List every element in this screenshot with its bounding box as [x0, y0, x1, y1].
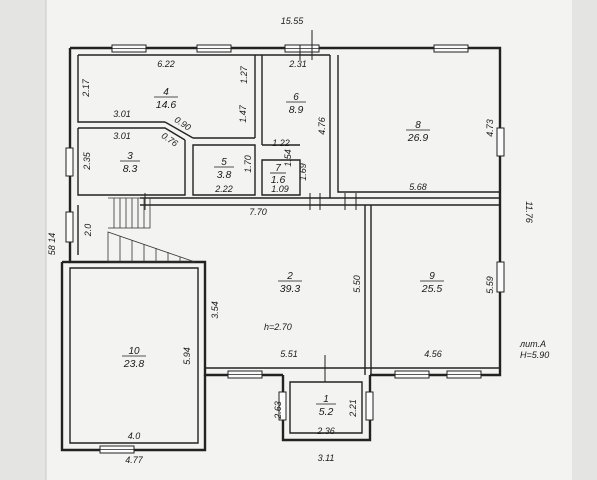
room-2-number: 2	[286, 271, 293, 282]
room-6-area: 8.9	[289, 104, 304, 116]
dim-r9-right: 5.59	[485, 276, 495, 294]
dim-r2-bottom: 5.51	[280, 349, 298, 359]
dim-r7-top: 1.22	[272, 138, 290, 148]
dim-r1-right: 2.21	[348, 399, 358, 418]
room-10-area: 23.8	[123, 358, 145, 370]
dim-r8-right: 4.73	[485, 119, 495, 137]
dim-r4-top: 6.22	[157, 59, 175, 69]
room-10-number: 10	[128, 346, 140, 357]
window-left-2	[65, 211, 74, 243]
room-4-number: 4	[163, 87, 169, 98]
room-9-area: 25.5	[421, 283, 443, 295]
room-3-number: 3	[127, 151, 133, 162]
dim-r7-bottom: 1.09	[271, 184, 289, 194]
window-right-2	[496, 261, 505, 293]
window-left-1	[65, 147, 74, 177]
room-7-number: 7	[275, 163, 281, 174]
dim-r7-right: 1.69	[298, 163, 308, 181]
dimension-labels: 6.22 2.31 2.17 1.27 3.01 0.90 1.47 3.01 …	[81, 59, 495, 465]
side-label: 58 14	[47, 233, 57, 256]
dim-r10-right: 5.94	[182, 347, 192, 365]
right-paper-edge	[572, 0, 597, 480]
windows	[65, 44, 505, 454]
dim-r9-bottom: 4.56	[424, 349, 442, 359]
dim-r3-diag: 0.76	[160, 130, 180, 148]
height-label: H=5.90	[520, 350, 549, 360]
room-2-area: 39.3	[280, 283, 301, 295]
room-8-number: 8	[415, 120, 421, 131]
dim-r4-wall: 1.47	[238, 104, 248, 123]
dim-r4-bottom: 3.01	[113, 109, 131, 119]
dim-r4-diag: 0.90	[173, 114, 193, 132]
room-6-number: 6	[293, 92, 299, 103]
window-porch-right	[365, 391, 374, 421]
overall-depth-label: 11.76	[524, 201, 534, 223]
door-marks	[144, 30, 357, 382]
room-5-number: 5	[221, 157, 227, 168]
inner-walls	[69, 54, 500, 444]
left-paper-edge	[0, 0, 46, 480]
corner-label: лит.А	[519, 339, 546, 349]
dim-r6-right: 4.76	[317, 117, 327, 135]
dim-r2-left: 3.54	[210, 301, 220, 319]
window-right-1	[496, 127, 505, 157]
room-1-number: 1	[323, 394, 329, 405]
room-1-area: 5.2	[319, 406, 334, 418]
room-8-area: 26.9	[407, 132, 429, 144]
room-4-area: 14.6	[156, 99, 177, 111]
dim-r3-left: 2.35	[82, 151, 92, 171]
room-3-area: 8.3	[123, 163, 138, 175]
dim-r5-right: 1.70	[243, 155, 253, 173]
dim-r5-bottom: 2.22	[214, 184, 233, 194]
room-labels: 1 5.2 2 39.3 3 8.3 4 14.6 5 3.8 6 8.9 7 …	[120, 87, 444, 418]
dim-r4-inner: 1.27	[239, 65, 249, 84]
room-5-area: 3.8	[217, 169, 232, 181]
dim-r7-side: 1.54	[283, 149, 293, 167]
dim-r10-bottom-inner: 4.0	[128, 431, 141, 441]
dim-hall-left: 2.0	[83, 224, 93, 238]
overall-width-label: 15.55	[281, 16, 305, 26]
room-7-area: 1.6	[271, 174, 286, 186]
dim-r4-left: 2.17	[81, 78, 91, 98]
stairs	[107, 197, 196, 263]
dim-r6-top: 2.31	[288, 59, 307, 69]
dim-r3-top: 3.01	[113, 131, 131, 141]
dim-r1-bottom: 2.36	[316, 426, 335, 436]
ceiling-height-label: h=2.70	[264, 322, 292, 332]
window-porch-left	[278, 391, 287, 421]
dim-r8-bottom: 5.68	[409, 182, 427, 192]
dim-r2-top: 7.70	[249, 207, 267, 217]
dim-r1-outer: 3.11	[318, 453, 335, 463]
room-9-number: 9	[429, 271, 435, 282]
dim-r1-left: 2.63	[273, 401, 283, 420]
dim-r2-right: 5.50	[352, 275, 362, 293]
dim-r10-bottom: 4.77	[125, 455, 144, 465]
